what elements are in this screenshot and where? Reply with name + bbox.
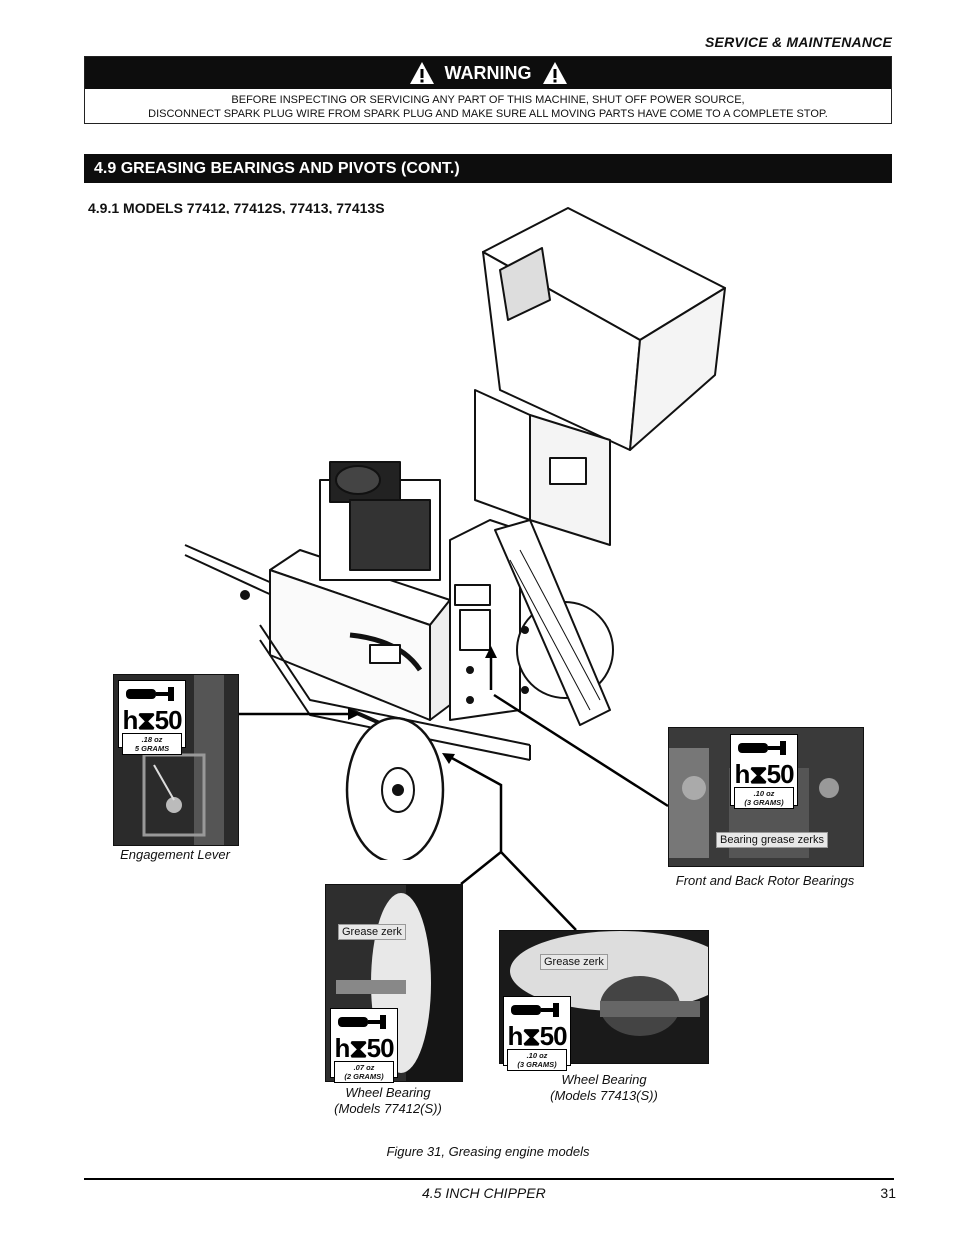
- page-number: 31: [880, 1185, 896, 1201]
- grease-amount: .07 oz: [353, 1063, 375, 1072]
- warning-text: BEFORE INSPECTING OR SERVICING ANY PART …: [85, 93, 891, 121]
- subsection-title: 4.9.1 MODELS 77412, 77412S, 77413, 77413…: [88, 200, 385, 214]
- grease-grams: (2 GRAMS): [344, 1072, 384, 1081]
- grease-grams: 5 GRAMS: [134, 744, 170, 753]
- warning-triangle-icon: [409, 62, 434, 84]
- wheel-13-callout: Grease zerk: [540, 954, 608, 970]
- grease-grams: (3 GRAMS): [744, 798, 784, 807]
- rotor-bearings-caption: Front and Back Rotor Bearings: [675, 873, 855, 888]
- caption-line-1: Wheel Bearing: [561, 1072, 647, 1087]
- grease-symbol-wheel-77412: h⧗50 .07 oz (2 GRAMS): [330, 1008, 398, 1083]
- grease-symbol-wheel-77413: h⧗50 .10 oz (3 GRAMS): [503, 996, 571, 1071]
- warning-box: WARNING BEFORE INSPECTING OR SERVICING A…: [84, 56, 892, 124]
- grease-gun-icon: [511, 1003, 559, 1017]
- grease-code: h⧗50: [122, 705, 182, 735]
- engagement-lever-caption: Engagement Lever: [120, 847, 230, 862]
- running-header: SERVICE & MAINTENANCE: [705, 34, 892, 50]
- caption-line-2: (Models 77413(S)): [550, 1088, 658, 1103]
- warning-line-1: BEFORE INSPECTING OR SERVICING ANY PART …: [231, 94, 745, 106]
- grease-gun-icon: [738, 741, 786, 755]
- grease-symbol-engagement: h⧗50 .18 oz 5 GRAMS: [118, 680, 186, 755]
- warning-line-2: DISCONNECT SPARK PLUG WIRE FROM SPARK PL…: [148, 108, 828, 120]
- grease-gun-icon: [338, 1015, 386, 1029]
- chipper-machine-illustration: [184, 207, 726, 860]
- footer-rule: [84, 1178, 894, 1180]
- grease-amount: .10 oz: [526, 1051, 548, 1060]
- section-title: 4.9 GREASING BEARINGS AND PIVOTS (CONT.): [84, 154, 892, 183]
- grease-symbol-rotor: h⧗50 .10 oz (3 GRAMS): [730, 734, 798, 809]
- wheel-bearing-77412-caption: Wheel Bearing (Models 77412(S)): [310, 1085, 466, 1117]
- caption-line-2: (Models 77412(S)): [334, 1101, 442, 1116]
- wheel-bearing-77413-caption: Wheel Bearing (Models 77413(S)): [526, 1072, 682, 1104]
- grease-amount: .10 oz: [753, 789, 775, 798]
- grease-code: h⧗50: [334, 1033, 394, 1063]
- warning-bar: WARNING: [85, 57, 891, 89]
- warning-title: WARNING: [444, 62, 532, 83]
- warning-triangle-icon: [542, 62, 567, 84]
- caption-line-1: Wheel Bearing: [345, 1085, 431, 1100]
- footer-title: 4.5 INCH CHIPPER: [422, 1185, 546, 1201]
- grease-code: h⧗50: [734, 759, 794, 789]
- grease-code: h⧗50: [507, 1021, 567, 1051]
- wheel-12-callout: Grease zerk: [338, 924, 406, 940]
- rotor-callout: Bearing grease zerks: [716, 832, 828, 848]
- figure-caption: Figure 31, Greasing engine models: [386, 1144, 590, 1159]
- grease-gun-icon: [126, 687, 174, 701]
- grease-amount: .18 oz: [141, 735, 163, 744]
- grease-grams: (3 GRAMS): [517, 1060, 557, 1069]
